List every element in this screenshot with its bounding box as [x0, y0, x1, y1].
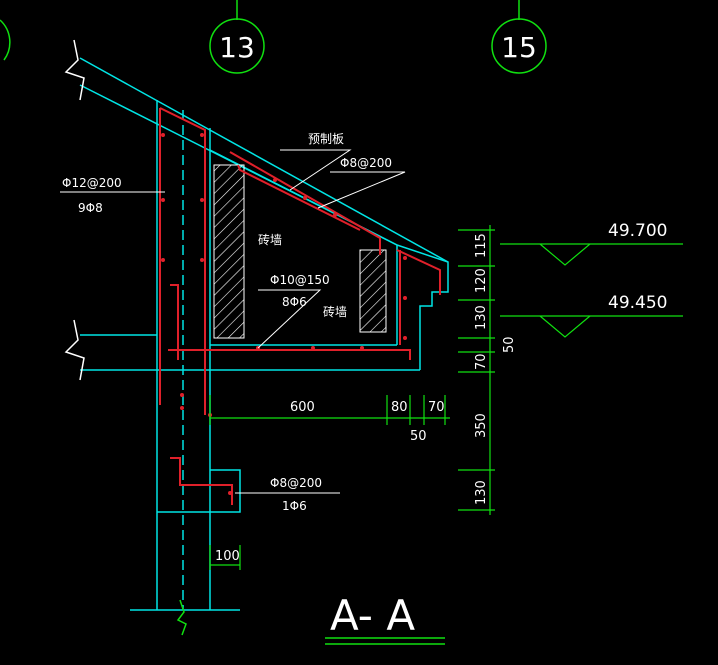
- label-precast-slab: 预制板: [308, 132, 344, 146]
- section-title: A- A: [330, 591, 415, 640]
- label-beam-rebar-1: Φ10@150: [270, 273, 330, 287]
- leaders: [60, 149, 406, 494]
- dim-vertical: [458, 225, 495, 515]
- dim-v350: 350: [474, 413, 489, 438]
- label-rebar-slab: Φ8@200: [340, 156, 392, 170]
- grid-axis-partial: [0, 19, 11, 61]
- dim-v120: 120: [474, 268, 489, 293]
- label-foot-rebar-1: Φ8@200: [270, 476, 322, 490]
- label-brick-wall-1: 砖墙: [258, 232, 282, 247]
- label-foot-rebar-2: 1Φ6: [282, 499, 307, 513]
- rebar: [159, 107, 441, 505]
- rebar-dots: [161, 133, 407, 495]
- label-beam-rebar-2: 8Φ6: [282, 295, 307, 309]
- dim-v115: 115: [474, 233, 489, 258]
- dim-v130a: 130: [474, 305, 489, 330]
- dim-v50: 50: [502, 336, 517, 353]
- dim-v70: 70: [474, 353, 489, 370]
- grid-axis-15: 15: [491, 0, 547, 74]
- dim-v130b: 130: [474, 480, 489, 505]
- label-rebar-col-1: Φ12@200: [62, 176, 122, 190]
- brick-wall-right: [359, 249, 387, 333]
- concrete-outline: [64, 39, 449, 636]
- grid-axis-15-label: 15: [501, 31, 537, 64]
- brick-wall-left: [213, 164, 245, 339]
- dim-50: 50: [410, 429, 427, 444]
- dim-70: 70: [428, 400, 445, 415]
- elevation-top: 49.700: [500, 221, 683, 266]
- grid-axis-13-label: 13: [219, 31, 255, 64]
- elevation-second: 49.450: [500, 293, 683, 338]
- elevation-top-label: 49.700: [608, 221, 667, 241]
- label-brick-wall-2: 砖墙: [323, 304, 347, 319]
- dim-80: 80: [391, 400, 408, 415]
- section-title-group: A- A: [325, 591, 445, 645]
- elevation-second-label: 49.450: [608, 293, 667, 313]
- dim-horizontal: [209, 395, 450, 570]
- dim-600: 600: [290, 400, 315, 415]
- dim-100: 100: [215, 549, 240, 564]
- grid-axis-13: 13: [209, 0, 265, 74]
- label-rebar-col-2: 9Φ8: [78, 201, 103, 215]
